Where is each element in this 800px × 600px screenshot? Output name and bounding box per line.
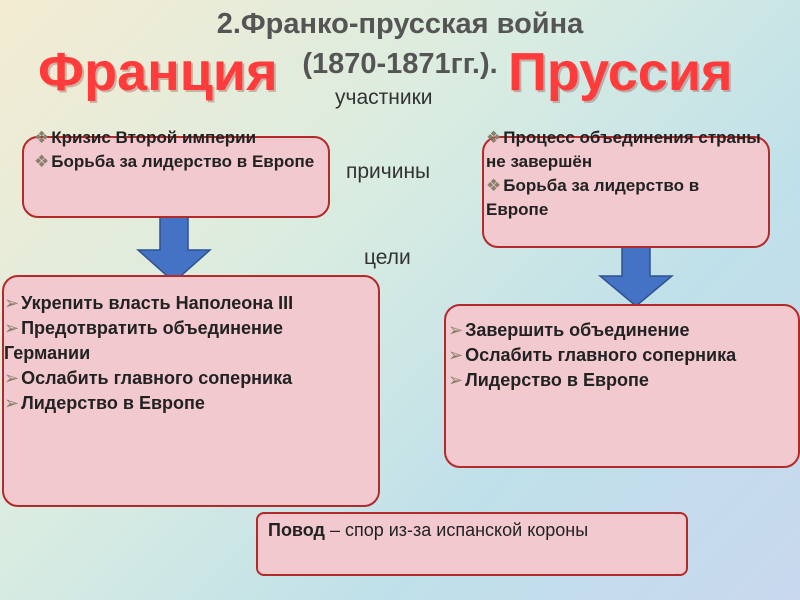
list-item-text: Лидерство в Европе [465, 370, 649, 390]
bullet-icon: ➢ [448, 370, 464, 390]
list-item-text: Лидерство в Европе [21, 393, 205, 413]
prussia-goals-box: ➢Завершить объединение➢Ослабить главного… [444, 304, 800, 468]
list-item: ❖Кризис Второй империи [34, 126, 334, 150]
list-item: ❖Борьба за лидерство в Европе [486, 174, 766, 222]
label-goals: цели [364, 246, 411, 269]
france-goals-list: ➢Укрепить власть Наполеона III➢Предотвра… [4, 291, 374, 416]
pretext-box: Повод – спор из-за испанской короны [256, 512, 688, 576]
list-item: ➢Ослабить главного соперника [4, 366, 374, 391]
bullet-icon: ➢ [4, 318, 20, 338]
list-item-text: Борьба за лидерство в Европе [486, 176, 700, 219]
list-item-text: Ослабить главного соперника [465, 345, 737, 365]
list-item-text: Завершить объединение [465, 320, 690, 340]
country-prussia: Пруссия [508, 42, 733, 102]
prussia-goals-list: ➢Завершить объединение➢Ослабить главного… [448, 318, 798, 393]
prussia-causes-box: ❖Процесс объединения страны не завершён❖… [482, 128, 770, 248]
list-item: ➢Лидерство в Европе [448, 368, 798, 393]
france-causes-box: ❖Кризис Второй империи❖Борьба за лидерст… [22, 128, 330, 218]
list-item: ➢Завершить объединение [448, 318, 798, 343]
bullet-icon: ➢ [4, 393, 20, 413]
slide-title-line1: 2.Франко-прусская война [216, 8, 584, 40]
country-france: Франция [38, 42, 278, 102]
list-item-text: Кризис Второй империи [51, 128, 257, 147]
prussia-causes-list: ❖Процесс объединения страны не завершён❖… [486, 126, 766, 222]
list-item: ➢Предотвратить объединение Германии [4, 316, 374, 366]
list-item-text: Укрепить власть Наполеона III [21, 293, 294, 313]
bullet-icon: ❖ [486, 176, 502, 195]
arrow-down-icon [136, 214, 212, 284]
bullet-icon: ❖ [34, 128, 50, 147]
bullet-icon: ➢ [448, 345, 464, 365]
list-item: ❖Борьба за лидерство в Европе [34, 150, 334, 174]
list-item: ➢Ослабить главного соперника [448, 343, 798, 368]
list-item-text: Предотвратить объединение Германии [4, 318, 283, 363]
bullet-icon: ➢ [4, 368, 20, 388]
arrow-down-icon [598, 246, 674, 307]
list-item-text: Борьба за лидерство в Европе [51, 152, 315, 171]
france-goals-box: ➢Укрепить власть Наполеона III➢Предотвра… [2, 275, 380, 507]
bullet-icon: ❖ [34, 152, 50, 171]
list-item: ➢Лидерство в Европе [4, 391, 374, 416]
label-causes: причины [346, 160, 431, 183]
bullet-icon: ❖ [486, 128, 502, 147]
list-item: ❖Процесс объединения страны не завершён [486, 126, 766, 174]
pretext-term: Повод [268, 520, 325, 540]
slide-title-line2: (1870-1871гг.). [302, 48, 498, 80]
pretext-text: – спор из-за испанской короны [324, 520, 589, 540]
list-item: ➢Укрепить власть Наполеона III [4, 291, 374, 316]
label-participants: участники [335, 86, 433, 109]
list-item-text: Процесс объединения страны не завершён [486, 128, 761, 171]
bullet-icon: ➢ [4, 293, 20, 313]
france-causes-list: ❖Кризис Второй империи❖Борьба за лидерст… [34, 126, 334, 174]
bullet-icon: ➢ [448, 320, 464, 340]
list-item-text: Ослабить главного соперника [21, 368, 293, 388]
